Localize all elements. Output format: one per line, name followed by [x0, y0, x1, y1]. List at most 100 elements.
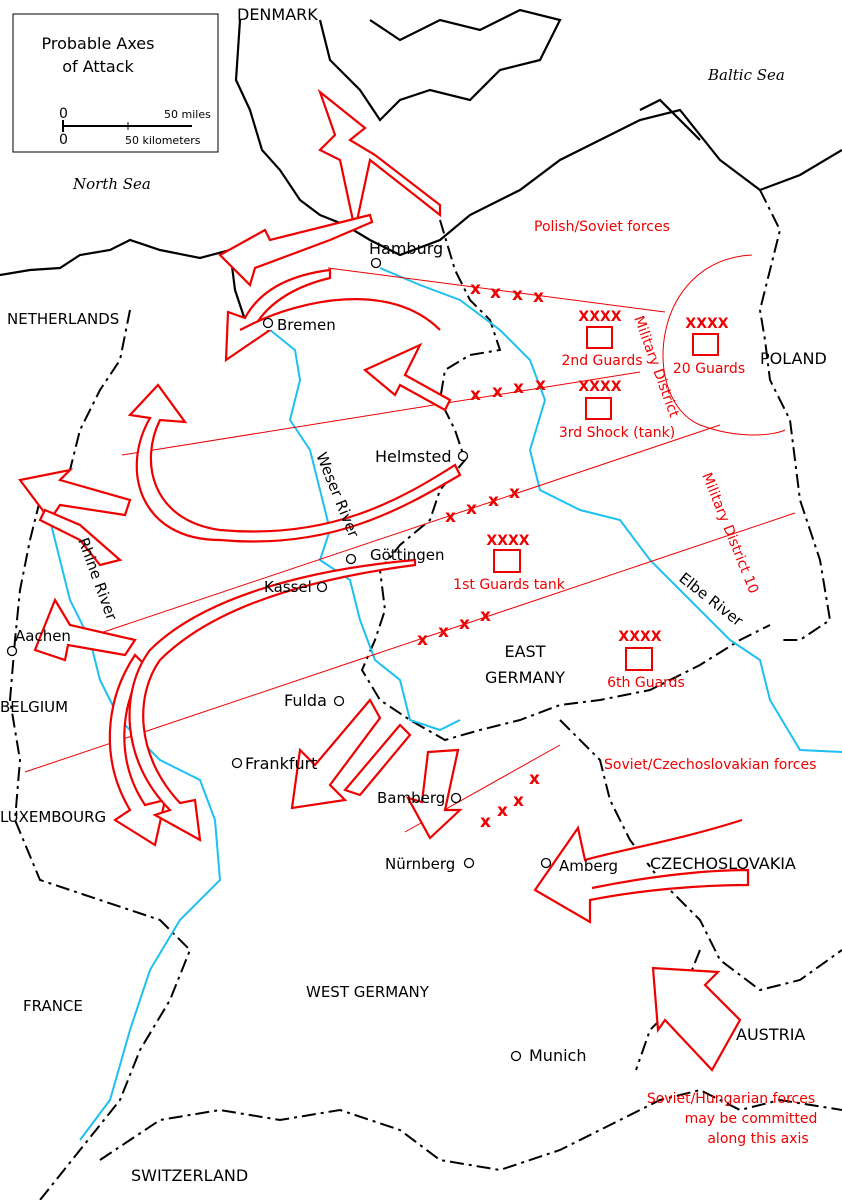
arrow-westward	[127, 383, 462, 543]
svg-text:x: x	[513, 378, 524, 398]
svg-text:x: x	[488, 491, 499, 511]
arrow-belgium	[108, 653, 167, 847]
svg-text:x: x	[490, 283, 501, 303]
legend: Probable Axes of Attack 0 50 miles 0 50 …	[12, 13, 219, 153]
svg-text:x: x	[470, 385, 481, 405]
rhine-river-line	[29, 479, 222, 1141]
munich-label: Munich	[529, 1046, 586, 1065]
east-germany-label-2: GERMANY	[485, 668, 565, 687]
svg-text:x: x	[480, 606, 491, 626]
arrow-denmark	[317, 88, 442, 231]
elbe-river-line	[379, 267, 842, 753]
arrow-rhine	[38, 508, 123, 567]
army-name: 6th Guards	[607, 675, 685, 691]
coastlines	[0, 8, 842, 321]
west-germany-label: WEST GERMANY	[306, 983, 430, 1001]
arrow-netherlands	[239, 298, 441, 331]
cities: Hamburg Bremen Helmsted Göttingen Kassel…	[6, 239, 618, 1065]
svg-text:x: x	[470, 279, 481, 299]
aachen-label: Aachen	[15, 627, 71, 645]
scale-km: 50 kilometers	[125, 134, 201, 147]
arrow-fulda-gap	[128, 558, 417, 843]
svg-text:x: x	[535, 375, 546, 395]
army-name: 3rd Shock (tank)	[559, 425, 675, 441]
svg-text:x: x	[509, 483, 520, 503]
army-2nd-guards: XXXX 2nd Guards	[561, 309, 642, 369]
army-1st-guards-tank: XXXX 1st Guards tank	[453, 533, 566, 593]
army-20-guards: XXXX 20 Guards	[673, 316, 745, 377]
svg-text:x: x	[459, 614, 470, 634]
gottingen-label: Göttingen	[370, 546, 445, 564]
svg-text:x: x	[445, 507, 456, 527]
rivers	[29, 267, 842, 1141]
scale-miles: 50 miles	[164, 108, 211, 121]
army-name: 2nd Guards	[561, 353, 642, 369]
north-sea-label: North Sea	[72, 175, 151, 193]
polish-soviet-forces-label: Polish/Soviet forces	[534, 219, 670, 235]
soviet-hungarian-label-3: along this axis	[707, 1131, 808, 1147]
weser-river-line	[239, 319, 461, 732]
fulda-label: Fulda	[284, 691, 327, 710]
arrow-to-netherlands	[18, 468, 132, 522]
svg-text:x: x	[512, 285, 523, 305]
arrow-helmsted	[362, 342, 452, 412]
austria-label: AUSTRIA	[736, 1025, 805, 1044]
luxembourg-label: LUXEMBOURG	[0, 808, 106, 826]
army-symbol: XXXX	[685, 316, 728, 332]
army-symbol: XXXX	[486, 533, 529, 549]
arrow-bremen	[224, 268, 332, 363]
army-symbol: XXXX	[578, 309, 621, 325]
netherlands-label: NETHERLANDS	[7, 310, 119, 328]
svg-text:x: x	[466, 499, 477, 519]
svg-text:x: x	[438, 622, 449, 642]
arrow-north-coast	[218, 213, 374, 288]
svg-text:x: x	[497, 801, 508, 821]
east-germany-label-1: EAST	[505, 642, 546, 661]
czechoslovakia-label: CZECHOSLOVAKIA	[650, 854, 796, 873]
svg-text:x: x	[492, 382, 503, 402]
switzerland-label: SWITZERLAND	[131, 1166, 248, 1185]
soviet-czech-forces-label: Soviet/Czechoslovakian forces	[604, 757, 816, 773]
arrow-bamberg-2	[405, 748, 463, 840]
svg-text:x: x	[480, 812, 491, 832]
svg-text:x: x	[533, 287, 544, 307]
belgium-label: BELGIUM	[0, 698, 68, 716]
hamburg-label: Hamburg	[369, 239, 443, 258]
scale-km-zero: 0	[59, 132, 68, 148]
baltic-sea-label: Baltic Sea	[707, 66, 785, 84]
front-lines	[24, 254, 796, 833]
denmark-label: DENMARK	[237, 5, 318, 24]
poland-label: POLAND	[760, 349, 827, 368]
arrow-czech	[533, 818, 750, 924]
army-symbol: XXXX	[618, 629, 661, 645]
bamberg-label: Bamberg	[377, 789, 445, 807]
soviet-hungarian-label-2: may be committed	[685, 1111, 818, 1127]
amberg-label: Amberg	[559, 857, 618, 875]
frankfurt-label: Frankfurt	[245, 754, 317, 773]
arrow-aachen	[33, 597, 137, 662]
svg-text:x: x	[529, 769, 540, 789]
army-name: 1st Guards tank	[453, 577, 566, 593]
legend-title-1: Probable Axes	[42, 34, 155, 53]
helmsted-label: Helmsted	[375, 447, 452, 466]
arrow-austria	[651, 966, 742, 1072]
legend-title-2: of Attack	[62, 57, 134, 76]
army-symbol: XXXX	[578, 379, 621, 395]
army-6th-guards: XXXX 6th Guards	[607, 629, 685, 691]
scale-miles-zero: 0	[59, 106, 68, 122]
arrow-frankfurt	[290, 698, 382, 810]
kassel-label: Kassel	[264, 578, 312, 596]
nurnberg-label: Nürnberg	[385, 855, 455, 873]
attack-arrows[interactable]	[18, 88, 750, 1072]
soviet-hungarian-label-1: Soviet/Hungarian forces	[647, 1091, 815, 1107]
svg-text:x: x	[513, 791, 524, 811]
military-district-10-label: Military District 10	[698, 471, 761, 596]
army-name: 20 Guards	[673, 361, 745, 377]
arrow-bamberg-1	[343, 723, 412, 797]
france-label: FRANCE	[23, 997, 83, 1015]
svg-text:x: x	[417, 630, 428, 650]
army-3rd-shock: XXXX 3rd Shock (tank)	[559, 379, 675, 441]
bremen-label: Bremen	[277, 316, 336, 334]
